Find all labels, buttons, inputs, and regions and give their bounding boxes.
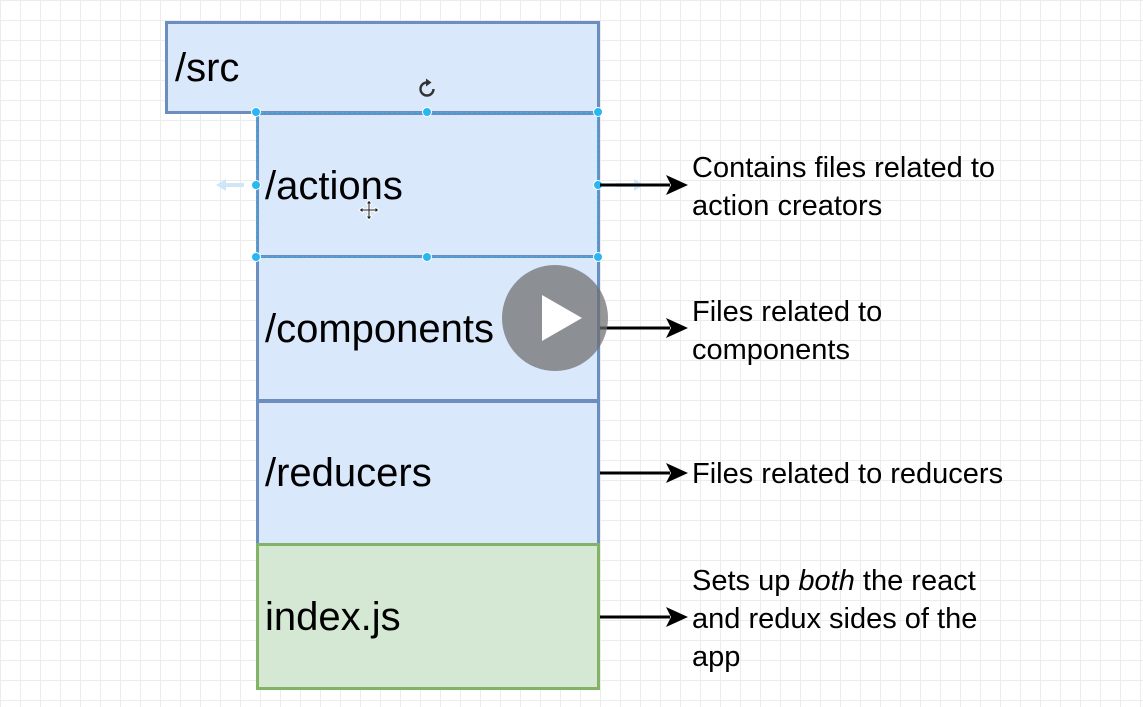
play-button[interactable] bbox=[502, 265, 608, 371]
components-description-line-2: components bbox=[692, 334, 850, 366]
src-folder-box[interactable]: /src bbox=[165, 21, 600, 114]
arrow-reducers bbox=[600, 463, 688, 483]
resize-handle-bottom-right[interactable] bbox=[593, 252, 603, 262]
rotate-icon[interactable] bbox=[415, 77, 439, 101]
resize-handle-top[interactable] bbox=[422, 107, 432, 117]
index-description-text-after: the react bbox=[854, 565, 976, 597]
index-description-emphasis: both bbox=[798, 565, 855, 597]
move-icon bbox=[358, 199, 380, 221]
resize-handle-top-right[interactable] bbox=[593, 107, 603, 117]
arrow-actions bbox=[600, 175, 688, 195]
index-description: Sets up both the react and redux sides o… bbox=[692, 562, 977, 676]
reducers-folder-label: /reducers bbox=[265, 451, 432, 495]
components-description-line-1: Files related to bbox=[692, 296, 883, 328]
index-description-text: Sets up bbox=[692, 565, 799, 597]
reducers-description: Files related to reducers bbox=[692, 458, 1004, 490]
index-file-label: index.js bbox=[265, 594, 401, 639]
actions-folder-label: /actions bbox=[265, 163, 403, 208]
actions-description: Contains files related to action creator… bbox=[692, 149, 995, 225]
resize-handle-top-left[interactable] bbox=[251, 107, 261, 117]
components-description: Files related to components bbox=[692, 293, 882, 369]
arrow-index bbox=[600, 607, 688, 627]
reducers-folder-box[interactable]: /reducers bbox=[256, 400, 600, 546]
index-file-box[interactable]: index.js bbox=[256, 543, 600, 690]
actions-description-line-2: action creators bbox=[692, 190, 883, 222]
actions-description-line-1: Contains files related to bbox=[692, 152, 996, 184]
resize-handle-bottom[interactable] bbox=[422, 252, 432, 262]
arrow-components bbox=[600, 318, 688, 338]
index-description-line-1: Sets up both the react bbox=[692, 562, 977, 600]
index-description-line-3: app bbox=[692, 641, 741, 673]
resize-handle-bottom-left[interactable] bbox=[251, 252, 261, 262]
play-icon bbox=[542, 295, 582, 341]
components-folder-label: /components bbox=[265, 306, 495, 351]
left-hint-arrow-icon[interactable] bbox=[214, 177, 246, 193]
resize-handle-left[interactable] bbox=[251, 180, 261, 190]
index-description-line-2: and redux sides of the bbox=[692, 603, 978, 635]
src-folder-label: /src bbox=[175, 45, 240, 90]
